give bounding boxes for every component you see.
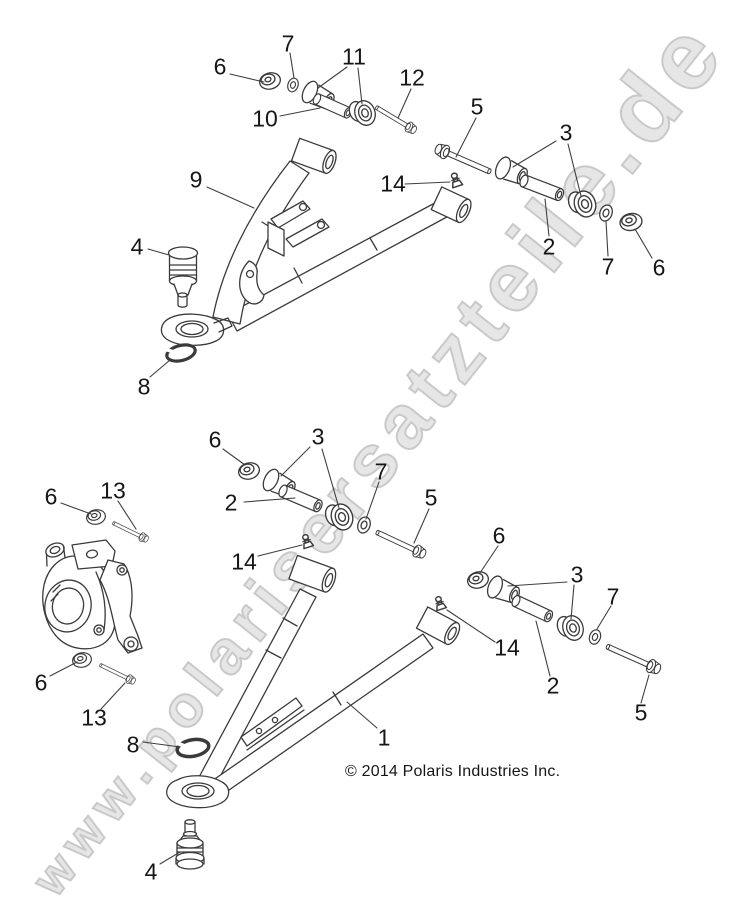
washer [596,202,616,224]
bushing [346,95,380,131]
ball-joint-lower-drawing [175,819,205,870]
bolt [373,525,429,562]
lower-control-arm-drawing [166,554,461,809]
bolt [603,639,664,677]
bushing [554,610,588,646]
bolt [432,141,495,179]
washer [354,514,374,536]
flange-nut [465,568,491,592]
grease-fitting [432,594,448,612]
ball-joint-upper-drawing [167,246,199,308]
washer [285,76,301,94]
grease-fitting [447,171,464,189]
steering-knuckle-drawing [42,539,143,654]
copyright-text: © 2014 Polaris Industries Inc. [345,763,561,780]
flange-nut [236,459,262,483]
bolt [110,518,151,545]
leader-lines [49,52,653,865]
spacer-tube [509,593,555,624]
grease-fitting [299,532,315,550]
flange-nut [617,210,645,234]
bolt [97,660,138,687]
spacer-tube [517,173,566,203]
flange-nut [70,650,94,670]
flange-nut [84,507,108,527]
upper-control-arm-drawing [160,137,472,347]
bolt [372,102,419,137]
bushing [565,186,600,222]
bushing [322,499,357,535]
washer [586,627,604,647]
snap-ring-lower [173,735,213,761]
